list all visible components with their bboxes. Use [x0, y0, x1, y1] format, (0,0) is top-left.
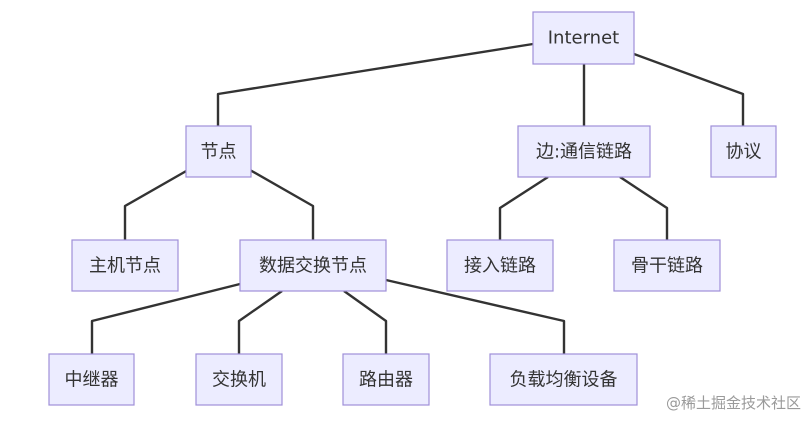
node-box: [48, 353, 135, 406]
node-label: 主机节点: [89, 256, 161, 277]
node-box: [446, 239, 554, 292]
node-label: 交换机: [212, 370, 266, 391]
node-box: [517, 125, 651, 178]
node-box: [195, 353, 283, 406]
edge-edge-link-backbone-link: [619, 175, 669, 240]
node-box: [342, 353, 430, 406]
node-box: [239, 239, 387, 292]
node-label: 协议: [726, 142, 762, 163]
node-label: 负载均衡设备: [510, 370, 618, 391]
node-label: 边:通信链路: [536, 142, 632, 163]
node-router: 路由器: [342, 353, 430, 406]
edge-data-switch-switch: [237, 290, 283, 354]
node-label: 中继器: [65, 370, 119, 391]
node-backbone-link: 骨干链路: [613, 239, 721, 292]
node-label: Internet: [548, 28, 619, 49]
node-box: [489, 353, 638, 406]
edge-data-switch-router: [343, 290, 388, 354]
edge-node-host-node: [123, 168, 189, 240]
node-host-node: 主机节点: [71, 239, 179, 292]
node-label: 数据交换节点: [259, 256, 367, 277]
node-box: [710, 125, 777, 178]
edge-node-data-switch-node: [249, 168, 315, 240]
node-data-switch-node: 数据交换节点: [239, 239, 387, 292]
edge-data-switch-load-balancer: [385, 278, 566, 354]
node-label: 路由器: [359, 370, 413, 391]
watermark-text: @稀土掘金技术社区: [665, 394, 801, 412]
node-box: [185, 125, 252, 178]
node-node: 节点: [185, 125, 252, 178]
node-repeater: 中继器: [48, 353, 135, 406]
edge-internet-protocol: [633, 52, 745, 126]
edge-data-switch-repeater: [90, 282, 241, 354]
node-label: 节点: [201, 142, 237, 163]
node-box: [613, 239, 721, 292]
node-label: 骨干链路: [631, 256, 703, 277]
node-protocol: 协议: [710, 125, 777, 178]
node-load-balancer: 负载均衡设备: [489, 353, 638, 406]
node-switch: 交换机: [195, 353, 283, 406]
node-box: [71, 239, 179, 292]
node-edge-link: 边:通信链路: [517, 125, 651, 178]
node-access-link: 接入链路: [446, 239, 554, 292]
edge-internet-node: [216, 42, 534, 126]
node-internet: Internet: [532, 11, 635, 65]
node-box: [532, 11, 635, 65]
edge-edge-link-access-link: [498, 175, 549, 240]
node-label: 接入链路: [464, 256, 536, 277]
edges: [90, 42, 745, 354]
